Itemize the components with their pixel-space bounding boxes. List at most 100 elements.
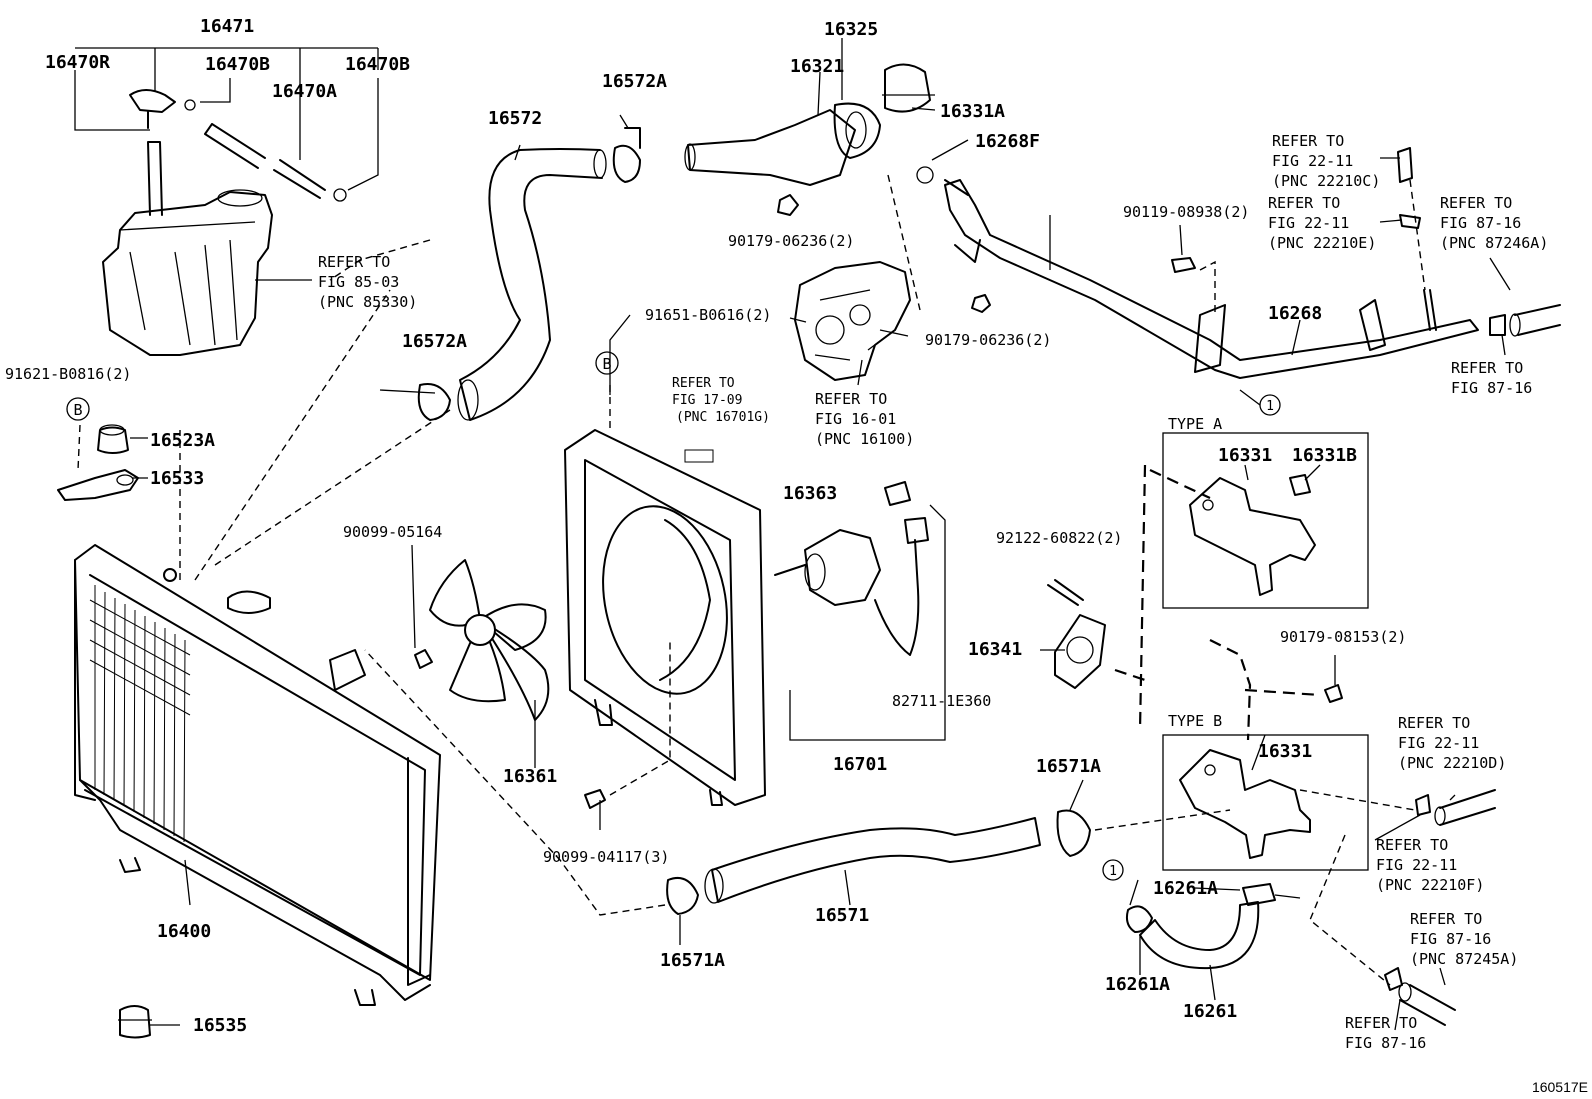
label-92122: 92122-60822(2) — [996, 529, 1122, 547]
radiator — [74, 544, 441, 1006]
label-16331-a: 16331 — [1218, 445, 1272, 466]
svg-text:REFER TO: REFER TO — [1268, 194, 1340, 212]
diagram-id: 160517E — [1532, 1079, 1588, 1095]
svg-text:FIG 87-16: FIG 87-16 — [1440, 214, 1521, 232]
lower-hose — [364, 649, 1231, 916]
label-16341: 16341 — [968, 639, 1022, 660]
svg-text:1: 1 — [1109, 864, 1117, 879]
engine-housing — [794, 261, 991, 381]
refer-to-22-11-d: REFER TO FIG 22-11 (PNC 22210D) — [1398, 714, 1506, 772]
marker-1-bottom: 1 — [1102, 859, 1124, 881]
label-16268: 16268 — [1268, 303, 1322, 324]
label-16572: 16572 — [488, 108, 542, 129]
label-type-a: TYPE A — [1168, 415, 1222, 433]
refer-to-22-11-e: REFER TO FIG 22-11 (PNC 22210E) — [1268, 194, 1376, 252]
svg-text:REFER TO: REFER TO — [1398, 714, 1470, 732]
svg-text:FIG 85-03: FIG 85-03 — [318, 273, 399, 291]
svg-text:(PNC 85330): (PNC 85330) — [318, 293, 417, 311]
refer-to-87-16-246a: REFER TO FIG 87-16 (PNC 87246A) — [1440, 194, 1548, 252]
label-90119: 90119-08938(2) — [1123, 203, 1249, 221]
svg-text:REFER TO: REFER TO — [815, 390, 887, 408]
svg-text:FIG 17-09: FIG 17-09 — [672, 393, 742, 408]
leader-lines — [130, 38, 1511, 1031]
label-16471: 16471 — [200, 16, 254, 37]
svg-text:FIG 87-16: FIG 87-16 — [1410, 930, 1491, 948]
svg-text:(PNC 22210D): (PNC 22210D) — [1398, 754, 1506, 772]
svg-text:(PNC 22210C): (PNC 22210C) — [1272, 172, 1380, 190]
label-91621: 91621-B0816(2) — [5, 365, 131, 383]
svg-text:FIG 87-16: FIG 87-16 — [1451, 379, 1532, 397]
svg-text:(PNC 22210F): (PNC 22210F) — [1376, 876, 1484, 894]
label-16400: 16400 — [157, 921, 211, 942]
label-16261A-b: 16261A — [1105, 974, 1170, 995]
label-16470B-a: 16470B — [205, 54, 270, 75]
label-90179-06236-b: 90179-06236(2) — [925, 331, 1051, 349]
label-16361: 16361 — [503, 766, 557, 787]
svg-text:1: 1 — [1266, 399, 1274, 414]
label-type-b: TYPE B — [1168, 712, 1222, 730]
label-16533: 16533 — [150, 468, 204, 489]
svg-text:(PNC 16701G): (PNC 16701G) — [676, 410, 770, 425]
part-labels: 16471 16470R 16470B 16470B 16470A 16572 … — [5, 16, 1406, 1036]
svg-text:REFER TO: REFER TO — [1440, 194, 1512, 212]
svg-text:FIG 16-01: FIG 16-01 — [815, 410, 896, 428]
label-90099-05164: 90099-05164 — [343, 523, 442, 541]
svg-text:REFER TO: REFER TO — [1345, 1014, 1417, 1032]
label-16572A-mid: 16572A — [402, 331, 467, 352]
marker-b-top: B — [595, 351, 619, 375]
label-16331-b: 16331 — [1258, 741, 1312, 762]
bypass-hose — [1125, 789, 1496, 1026]
refer-to-22-11-f: REFER TO FIG 22-11 (PNC 22210F) — [1376, 836, 1484, 894]
label-16363: 16363 — [783, 483, 837, 504]
label-16701: 16701 — [833, 754, 887, 775]
label-16268F: 16268F — [975, 131, 1040, 152]
fan-shroud — [414, 380, 946, 809]
reservoir-group — [74, 47, 431, 356]
refer-to-87-16-bottom: REFER TO FIG 87-16 — [1345, 1014, 1426, 1052]
label-16470B-b: 16470B — [345, 54, 410, 75]
svg-text:REFER TO: REFER TO — [672, 376, 735, 391]
svg-text:REFER TO: REFER TO — [1376, 836, 1448, 854]
svg-text:REFER TO: REFER TO — [1451, 359, 1523, 377]
svg-text:(PNC 22210E): (PNC 22210E) — [1268, 234, 1376, 252]
upper-hose — [417, 127, 641, 421]
water-bypass-pipe — [944, 147, 1561, 379]
label-90179-06236-a: 90179-06236(2) — [728, 232, 854, 250]
svg-text:FIG 22-11: FIG 22-11 — [1398, 734, 1479, 752]
svg-text:FIG 22-11: FIG 22-11 — [1272, 152, 1353, 170]
refer-to-22-11-c: REFER TO FIG 22-11 (PNC 22210C) — [1272, 132, 1380, 190]
type-a-box — [1162, 432, 1369, 609]
label-16572A-top: 16572A — [602, 71, 667, 92]
svg-text:FIG 22-11: FIG 22-11 — [1376, 856, 1457, 874]
refer-to-87-16-top: REFER TO FIG 87-16 — [1451, 359, 1532, 397]
refer-to-16-01: REFER TO FIG 16-01 (PNC 16100) — [815, 390, 914, 448]
label-16571A-right: 16571A — [1036, 756, 1101, 777]
label-16261A-a: 16261A — [1153, 878, 1218, 899]
label-16470R: 16470R — [45, 52, 110, 73]
svg-text:(PNC 87245A): (PNC 87245A) — [1410, 950, 1518, 968]
label-90179-08153: 90179-08153(2) — [1280, 628, 1406, 646]
label-16571: 16571 — [815, 905, 869, 926]
label-16470A: 16470A — [272, 81, 337, 102]
svg-text:FIG 22-11: FIG 22-11 — [1268, 214, 1349, 232]
svg-text:REFER TO: REFER TO — [1410, 910, 1482, 928]
type-b-box — [1162, 734, 1369, 871]
refer-to-85-03: REFER TO FIG 85-03 (PNC 85330) — [318, 253, 417, 311]
svg-text:(PNC 16100): (PNC 16100) — [815, 430, 914, 448]
label-16523A: 16523A — [150, 430, 215, 451]
water-inlet — [684, 63, 935, 311]
label-16571A-bottom: 16571A — [660, 950, 725, 971]
svg-text:B: B — [602, 355, 611, 373]
label-16535: 16535 — [193, 1015, 247, 1036]
svg-text:(PNC 87246A): (PNC 87246A) — [1440, 234, 1548, 252]
label-90099-04117: 90099-04117(3) — [543, 848, 669, 866]
small-parts — [57, 289, 451, 1039]
svg-text:B: B — [73, 401, 82, 419]
svg-text:REFER TO: REFER TO — [318, 253, 390, 271]
label-16331A: 16331A — [940, 101, 1005, 122]
label-82711: 82711-1E360 — [892, 692, 991, 710]
svg-text:FIG 87-16: FIG 87-16 — [1345, 1034, 1426, 1052]
label-91651: 91651-B0616(2) — [645, 306, 771, 324]
refer-to-17-09: REFER TO FIG 17-09 (PNC 16701G) — [672, 376, 770, 463]
